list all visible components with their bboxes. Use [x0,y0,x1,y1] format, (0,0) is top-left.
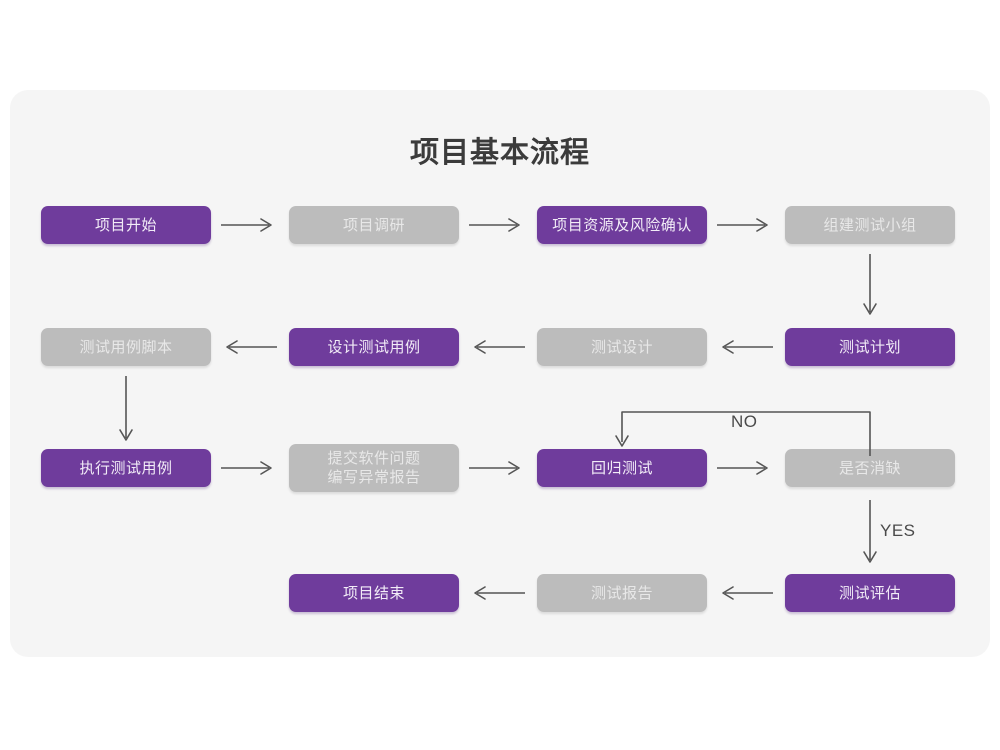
node-submit-issue-report[interactable]: 提交软件问题 编写异常报告 [289,444,459,492]
flowchart-card [10,90,990,657]
edge-label-yes: YES [880,521,916,540]
node-resource-risk-confirm[interactable]: 项目资源及风险确认 [537,206,707,244]
node-test-report[interactable]: 测试报告 [537,574,707,612]
node-form-test-team[interactable]: 组建测试小组 [785,206,955,244]
node-project-research[interactable]: 项目调研 [289,206,459,244]
node-label-wrapper: 提交软件问题 编写异常报告 [327,449,420,487]
node-defect-cleared[interactable]: 是否消缺 [785,449,955,487]
page-title: 项目基本流程 [409,137,590,169]
node-design-test-case[interactable]: 设计测试用例 [289,328,459,366]
node-project-start[interactable]: 项目开始 [41,206,211,244]
node-test-design[interactable]: 测试设计 [537,328,707,366]
edge-label-no: NO [731,412,758,431]
node-execute-test-case[interactable]: 执行测试用例 [41,449,211,487]
node-test-plan[interactable]: 测试计划 [785,328,955,366]
node-project-end[interactable]: 项目结束 [289,574,459,612]
node-test-case-script[interactable]: 测试用例脚本 [41,328,211,366]
node-label-line2: 编写异常报告 [327,469,421,486]
node-regression-test[interactable]: 回归测试 [537,449,707,487]
node-test-evaluation[interactable]: 测试评估 [785,574,955,612]
node-label-line1: 提交软件问题 [327,450,421,467]
